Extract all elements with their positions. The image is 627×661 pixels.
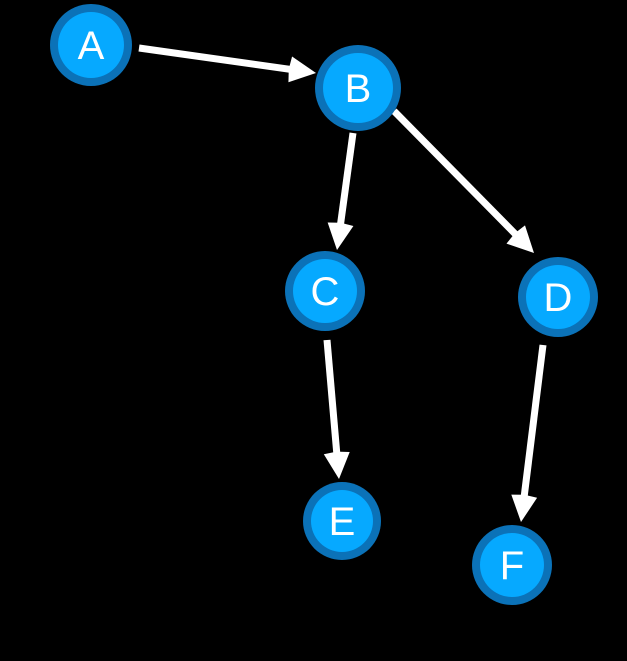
graph-edge-b-c[interactable] bbox=[327, 132, 357, 250]
graph-edge-a-b[interactable] bbox=[138, 44, 316, 83]
edge-line bbox=[391, 108, 522, 241]
node-label: F bbox=[500, 544, 524, 588]
node-core bbox=[58, 12, 124, 78]
graph-node-e[interactable]: E bbox=[303, 482, 381, 560]
graph-node-f[interactable]: F bbox=[472, 525, 552, 605]
nodes-layer: A B C D E F bbox=[50, 4, 598, 605]
node-core bbox=[311, 490, 373, 552]
edge-line bbox=[138, 44, 296, 74]
edge-arrowhead bbox=[327, 222, 354, 250]
edge-line bbox=[336, 132, 357, 230]
edges-layer bbox=[138, 44, 547, 522]
node-label: C bbox=[311, 270, 340, 314]
graph-node-a[interactable]: A bbox=[50, 4, 132, 86]
graph-edge-b-d[interactable] bbox=[391, 108, 534, 253]
node-label: D bbox=[544, 276, 573, 320]
node-core bbox=[293, 259, 357, 323]
edge-arrowhead bbox=[288, 56, 316, 83]
node-core bbox=[323, 53, 393, 123]
edge-arrowhead bbox=[506, 225, 534, 253]
graph-node-d[interactable]: D bbox=[518, 257, 598, 337]
edge-arrowhead bbox=[323, 451, 350, 479]
node-label: A bbox=[78, 24, 105, 68]
graph-node-b[interactable]: B bbox=[315, 45, 401, 131]
node-core bbox=[526, 265, 590, 329]
graph-edge-c-e[interactable] bbox=[323, 339, 350, 479]
node-core bbox=[480, 533, 544, 597]
edge-arrowhead bbox=[511, 494, 538, 522]
edge-line bbox=[520, 344, 547, 502]
node-label: E bbox=[329, 500, 356, 544]
edge-line bbox=[323, 339, 341, 459]
graph-edge-d-f[interactable] bbox=[511, 344, 547, 522]
graph-node-c[interactable]: C bbox=[285, 251, 365, 331]
node-label: B bbox=[345, 67, 372, 111]
